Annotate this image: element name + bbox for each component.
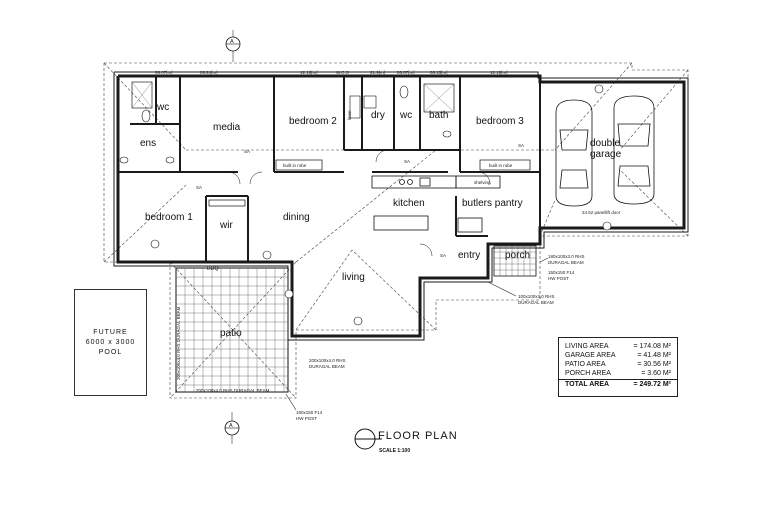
area-row: GARAGE AREA= 41.48 M² — [565, 352, 671, 359]
pool-line1: FUTURE — [93, 329, 128, 336]
label-robe-1: built in robe — [283, 163, 307, 168]
room-label-butlers-pantry: butlers pantry — [462, 198, 523, 209]
beam1-line1: 180x100x3.0 RHS — [548, 254, 585, 259]
room-label-ens: ens — [140, 138, 156, 149]
beam3-line2: DURAGAL BEAM — [309, 364, 345, 369]
area-total-row: TOTAL AREA= 249.72 M² — [559, 379, 677, 389]
future-pool: FUTURE 6000 x 3000 POOL — [74, 289, 147, 396]
porch-tile-grid — [494, 246, 536, 276]
dim-6: 06.07[m] — [397, 70, 415, 75]
room-label-patio: patio — [220, 328, 242, 339]
room-label-wir: wir — [219, 220, 233, 231]
section-marker-bottom: A — [224, 412, 240, 444]
sa-marker: SA — [440, 253, 446, 258]
window-callouts — [150, 84, 612, 326]
room-label-bedroom1: bedroom 1 — [145, 212, 193, 223]
garage-car-left — [555, 99, 593, 207]
robes — [208, 159, 531, 207]
sa-marker: SA — [518, 143, 524, 148]
patio-side-beam: 200x100x4.0 RHS DURAGAL BEAM — [176, 306, 181, 380]
patio-tiles — [175, 267, 289, 393]
section-marker-top: A — [225, 30, 241, 62]
dim-5: 21.9[m] — [370, 70, 385, 75]
door-swings — [227, 149, 491, 257]
label-garage-door: 24.52 panellift door — [582, 210, 621, 215]
sa-marker: SA — [404, 159, 410, 164]
beam2-line1: 100x100x3.0 RHS — [518, 294, 555, 299]
label-linen: linen — [347, 110, 352, 120]
pool-line3: POOL — [98, 349, 123, 356]
room-label-kitchen: kitchen — [393, 198, 425, 209]
marker-top-label: A — [230, 39, 234, 45]
room-label-bedroom3: bedroom 3 — [476, 116, 524, 127]
kitchen-benches — [371, 175, 501, 233]
room-label-wc: wc — [399, 110, 412, 121]
dim-3: 12.18[m] — [300, 70, 318, 75]
plan-scale: SCALE 1:100 — [379, 448, 411, 454]
dim-7: 06.15[m] — [430, 70, 448, 75]
dim-8: 12.18[m] — [490, 70, 508, 75]
dim-1: 06.07[m] — [155, 70, 173, 75]
beam1-line2: DURAGAL BEAM — [548, 260, 584, 265]
room-label-dining: dining — [283, 212, 310, 223]
room-label-media: media — [213, 122, 241, 133]
sa-marker: SA — [244, 149, 250, 154]
room-label-ens-wc: wc — [156, 102, 169, 113]
post2-line2: HW POST — [296, 416, 317, 421]
sa-marker: SA — [196, 185, 202, 190]
beam3-line1: 200x100x4.0 RHS — [309, 358, 346, 363]
area-row: LIVING AREA= 174.08 M² — [565, 343, 671, 350]
label-shelving: shelving — [474, 180, 491, 185]
ensuite-tiles — [131, 81, 455, 113]
area-row: PORCH AREA= 3.60 M² — [565, 370, 671, 377]
room-label-bedroom2: bedroom 2 — [289, 116, 337, 127]
marker-bottom-label: A — [229, 423, 233, 429]
area-schedule: LIVING AREA= 174.08 M² GARAGE AREA= 41.4… — [558, 337, 678, 397]
dim-4: W.C.S — [336, 70, 349, 75]
post1-line2: HW POST — [548, 276, 569, 281]
porch-tiles — [493, 245, 537, 277]
post2-line1: 150x150 F14 — [296, 410, 323, 415]
garage-car-right — [613, 95, 655, 205]
title-symbol — [354, 428, 382, 450]
label-bbq: BBQ — [207, 266, 219, 272]
internal-walls — [118, 76, 541, 262]
area-row: PATIO AREA= 30.56 M² — [565, 361, 671, 368]
beam4: 200x100x4.0 RHS DURAGAL BEAM — [196, 388, 270, 393]
label-robe-2: built in robe — [489, 163, 513, 168]
room-label-dry: dry — [371, 110, 385, 121]
post1-line1: 150x150 F14 — [548, 270, 575, 275]
beam2-line2: DURAGAL BEAM — [518, 300, 554, 305]
patio-tile-grid — [176, 268, 288, 392]
pool-line2: 6000 x 3000 — [85, 339, 136, 346]
room-label-living: living — [342, 272, 365, 283]
dim-2: 06.24[m] — [200, 70, 218, 75]
room-label-double-line2: garage — [590, 149, 622, 160]
plan-title: FLOOR PLAN — [378, 430, 458, 442]
room-label-double-line1: double — [590, 138, 620, 149]
room-label-entry: entry — [458, 250, 480, 261]
wet-area-fixtures — [119, 85, 452, 164]
room-label-porch: porch — [505, 250, 530, 261]
room-label-bath: bath — [429, 110, 448, 121]
